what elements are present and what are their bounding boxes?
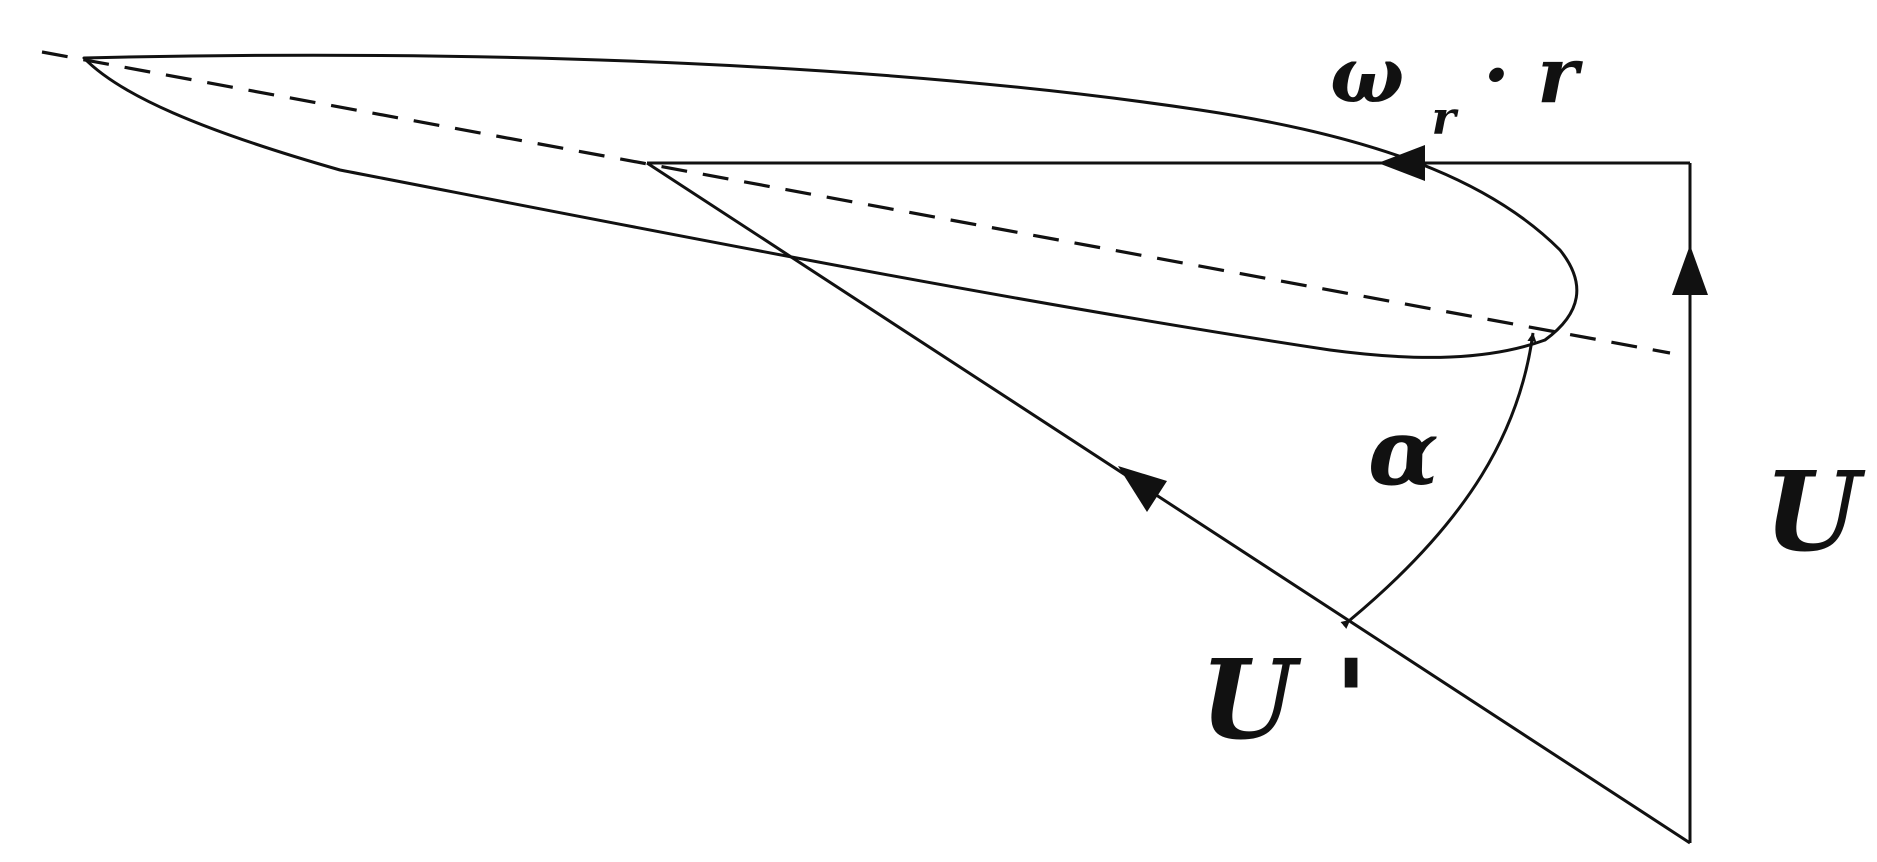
omega-r-arrowhead [1378, 145, 1425, 181]
u-prime-vector-line [646, 161, 1691, 845]
airfoil-outline [82, 53, 1579, 359]
omega-times-r: · r [1483, 30, 1583, 121]
omega-r-label: ω r · r [1330, 30, 1583, 153]
u-label: U [1764, 447, 1866, 576]
chord-line [41, 50, 1671, 355]
alpha-arc [1340, 332, 1537, 629]
alpha-label: α [1368, 398, 1439, 506]
omega-symbol: ω [1330, 30, 1404, 121]
omega-subscript: r [1431, 91, 1459, 145]
u-prime-label: U ' [1200, 635, 1368, 764]
u-prime-arrowhead [1118, 466, 1167, 512]
u-arrowhead [1672, 245, 1708, 295]
